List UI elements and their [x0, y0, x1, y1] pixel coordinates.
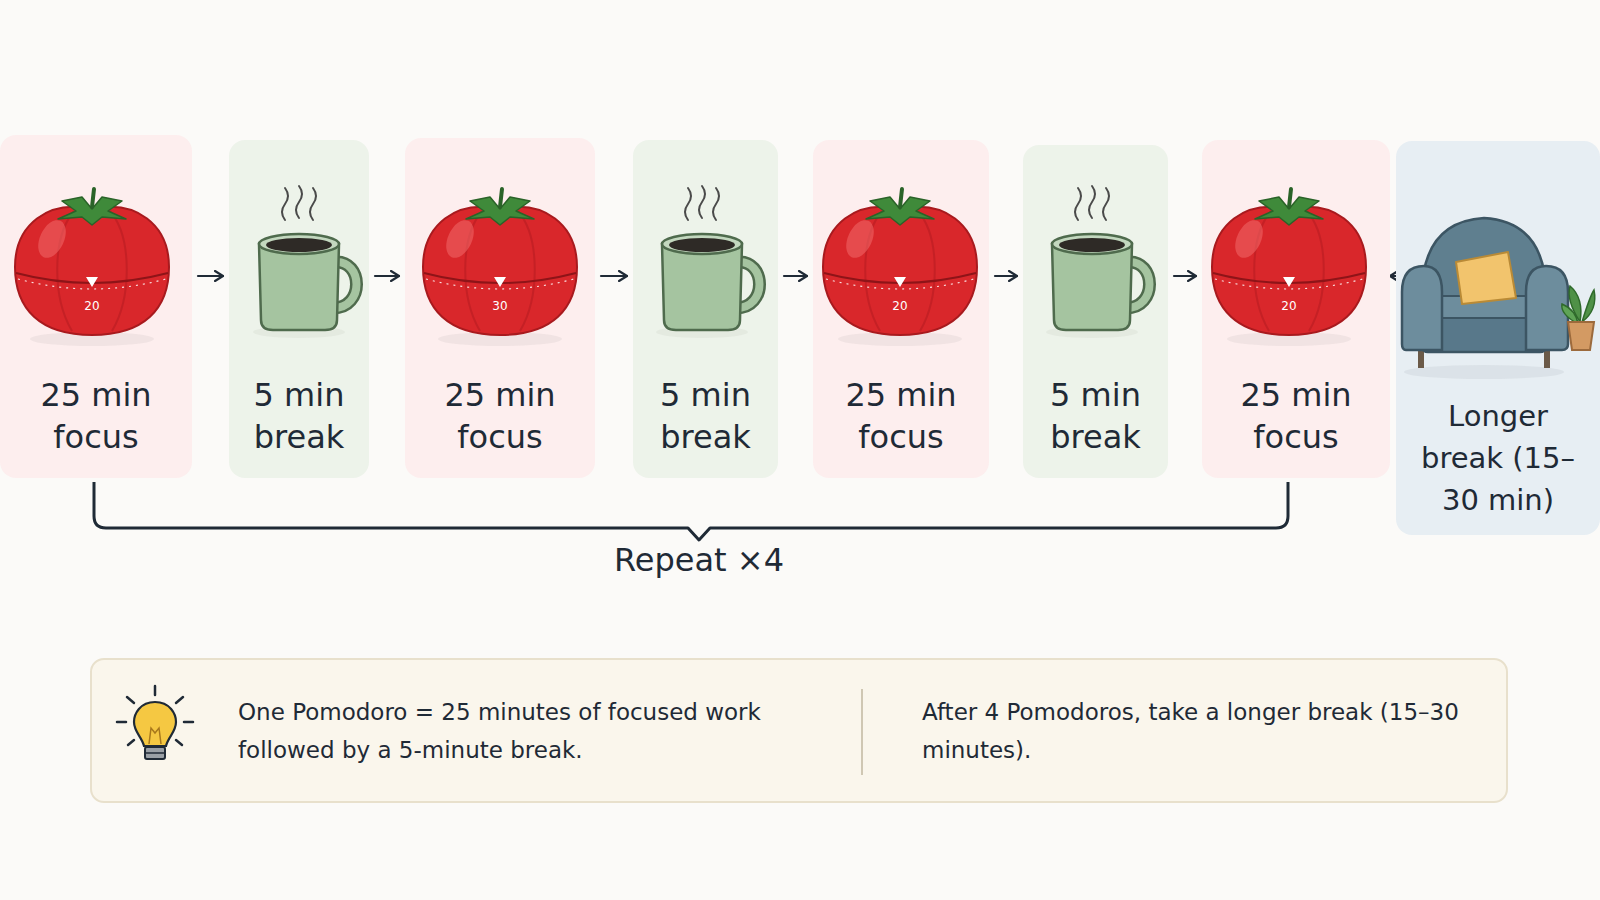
tile-label: 25 min focus	[0, 375, 192, 458]
dial-number: 20	[892, 299, 907, 313]
tomato-timer	[1212, 189, 1366, 346]
tomato-timer	[15, 189, 169, 346]
dial-number: 30	[492, 299, 507, 313]
tile-label: 5 min break	[633, 375, 778, 458]
tile-label: 5 min break	[1023, 375, 1168, 458]
coffee-mug	[1046, 186, 1150, 338]
note-box: One Pomodoro = 25 minutes of focused wor…	[90, 658, 1508, 803]
repeat-bracket	[94, 482, 1288, 540]
tile-label: Longer break (15–30 min)	[1400, 395, 1596, 521]
note-text: After 4 Pomodoros, take a longer break (…	[916, 694, 1486, 770]
flow-arrow	[198, 275, 223, 277]
tile-label: 25 min focus	[405, 375, 595, 458]
note-text: One Pomodoro = 25 minutes of focused wor…	[232, 694, 844, 770]
tomato-timer	[823, 189, 977, 346]
flow-arrow	[1174, 275, 1196, 277]
dial-number: 20	[84, 299, 99, 313]
coffee-mug	[656, 186, 760, 338]
coffee-mug	[253, 186, 357, 338]
tile-label: 25 min focus	[813, 375, 989, 458]
flow-arrow	[601, 275, 627, 277]
tile-label: 5 min break	[229, 375, 369, 458]
note-divider	[861, 689, 863, 775]
repeat-label: Repeat ×4	[614, 541, 784, 579]
tile-label: 25 min focus	[1202, 375, 1390, 458]
flow-arrow	[784, 275, 807, 277]
potted-plant	[1562, 286, 1595, 350]
armchair	[1402, 218, 1568, 379]
flow-arrow	[995, 275, 1017, 277]
lightbulb-icon	[117, 686, 193, 759]
flow-arrow	[375, 275, 399, 277]
tomato-timer	[423, 189, 577, 346]
dial-number: 20	[1281, 299, 1296, 313]
